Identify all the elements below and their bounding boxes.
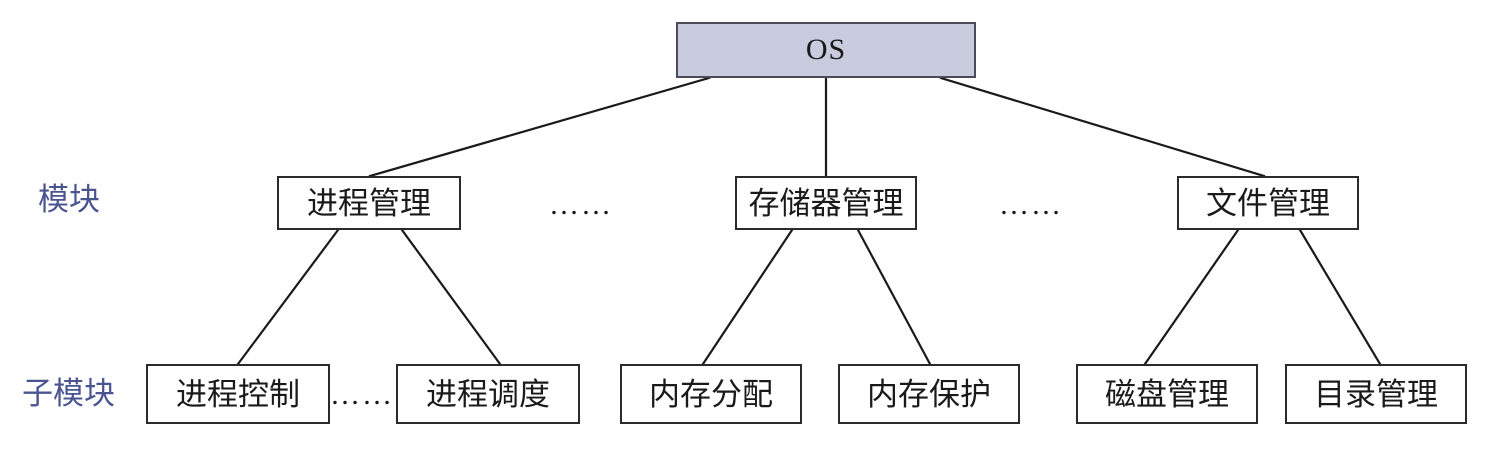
node-directory-management-label: 目录管理 [1314, 376, 1438, 412]
node-process-scheduling[interactable]: 进程调度 [396, 364, 580, 424]
node-storage-management-label: 存储器管理 [748, 185, 904, 221]
submodule-ellipsis-1: …… [330, 380, 394, 410]
edge-os-to-process [368, 76, 711, 178]
node-process-scheduling-label: 进程调度 [426, 376, 550, 412]
node-memory-protection[interactable]: 内存保护 [838, 364, 1020, 424]
node-process-control-label: 进程控制 [176, 376, 300, 412]
edge-storage-to-memory-protect [856, 228, 932, 366]
node-os-label: OS [805, 33, 847, 66]
edge-storage-to-memory-alloc [701, 228, 794, 366]
edge-process-to-process-control [236, 228, 340, 366]
module-row-label: 模块 [38, 184, 100, 215]
node-directory-management[interactable]: 目录管理 [1285, 364, 1467, 424]
edge-file-to-directory-manage [1298, 228, 1382, 366]
module-ellipsis-1-text: …… [549, 188, 613, 221]
module-ellipsis-1: …… [549, 190, 613, 220]
node-os[interactable]: OS [676, 22, 976, 78]
node-file-management-label: 文件管理 [1206, 185, 1330, 221]
node-memory-protection-label: 内存保护 [867, 376, 991, 412]
edge-file-to-disk-manage [1143, 228, 1240, 366]
module-row-label-text: 模块 [38, 182, 100, 217]
node-file-management[interactable]: 文件管理 [1177, 176, 1359, 230]
node-disk-management-label: 磁盘管理 [1105, 376, 1229, 412]
node-process-control[interactable]: 进程控制 [146, 364, 330, 424]
node-memory-allocation[interactable]: 内存分配 [620, 364, 802, 424]
node-disk-management[interactable]: 磁盘管理 [1076, 364, 1258, 424]
submodule-ellipsis-1-text: …… [330, 378, 394, 411]
module-ellipsis-2-text: …… [999, 188, 1063, 221]
node-memory-allocation-label: 内存分配 [649, 376, 773, 412]
node-process-management[interactable]: 进程管理 [277, 176, 461, 230]
submodule-row-label: 子模块 [22, 378, 115, 409]
edge-os-to-file [939, 76, 1266, 178]
node-storage-management[interactable]: 存储器管理 [735, 176, 917, 230]
module-ellipsis-2: …… [999, 190, 1063, 220]
edge-process-to-process-schedule [400, 228, 502, 366]
submodule-row-label-text: 子模块 [22, 376, 115, 411]
node-process-management-label: 进程管理 [307, 185, 431, 221]
